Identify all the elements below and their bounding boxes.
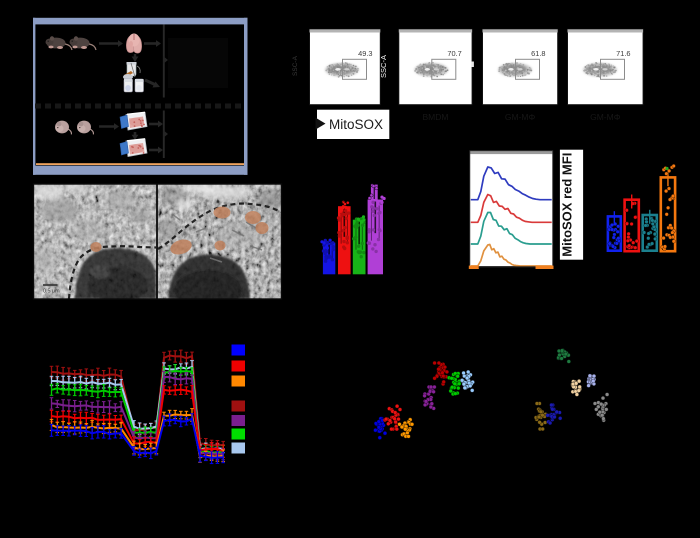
svg-text:0.5 μm: 0.5 μm	[43, 289, 60, 295]
svg-text:49.3: 49.3	[358, 49, 372, 58]
svg-text:GM-MΦ: GM-MΦ	[505, 112, 536, 122]
svg-text:SSC-A: SSC-A	[292, 55, 299, 76]
svg-text:MitoSOX red MFI: MitoSOX red MFI	[560, 153, 575, 257]
svg-text:SSC-A: SSC-A	[379, 55, 388, 78]
svg-text:71.6: 71.6	[616, 49, 630, 58]
svg-text:70.7: 70.7	[447, 49, 461, 58]
svg-text:MitoSOX: MitoSOX	[329, 117, 383, 132]
svg-text:BMDM: BMDM	[422, 112, 448, 122]
svg-text:61.8: 61.8	[531, 49, 545, 58]
svg-text:GM-MΦ: GM-MΦ	[590, 112, 621, 122]
